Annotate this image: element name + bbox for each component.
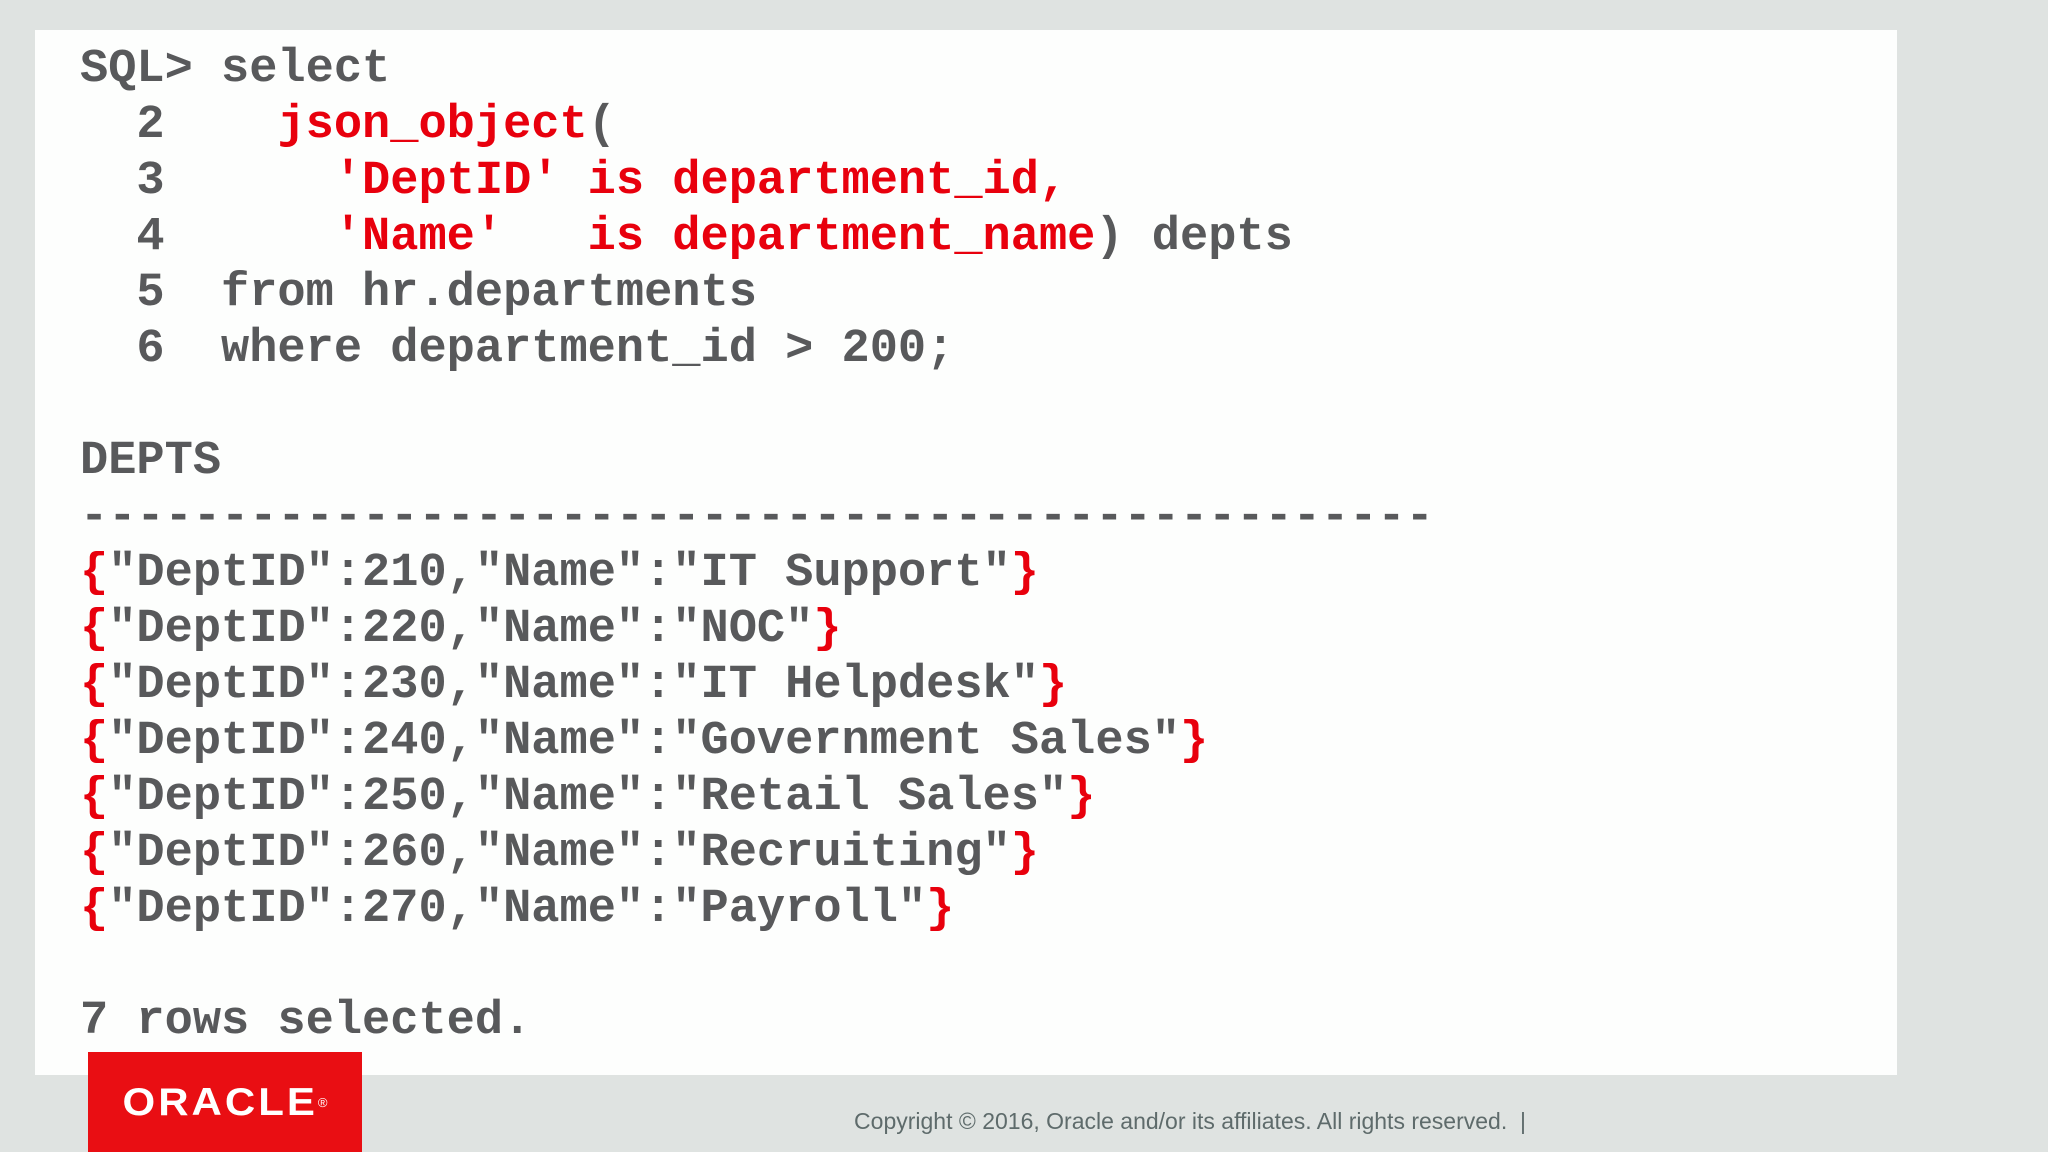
code-token: 5 from hr.departments xyxy=(80,267,757,320)
terminal-line: {"DeptID":250,"Name":"Retail Sales"} xyxy=(80,770,1434,826)
code-token: ) depts xyxy=(1095,211,1293,264)
code-token: "DeptID":240,"Name":"Government Sales" xyxy=(108,715,1180,768)
code-token-highlight: { xyxy=(80,547,109,600)
code-token: "DeptID":250,"Name":"Retail Sales" xyxy=(108,771,1068,824)
terminal-line xyxy=(80,938,1434,994)
terminal-line: {"DeptID":260,"Name":"Recruiting"} xyxy=(80,826,1434,882)
terminal-line: SQL> select xyxy=(80,42,1434,98)
code-token: SQL> select xyxy=(80,43,391,96)
oracle-logo: ORACLE® xyxy=(88,1052,362,1152)
code-token-highlight: } xyxy=(813,603,842,656)
code-token: "DeptID":230,"Name":"IT Helpdesk" xyxy=(108,659,1039,712)
code-token-highlight: } xyxy=(1010,547,1039,600)
code-token: DEPTS xyxy=(80,435,222,488)
code-token: "DeptID":260,"Name":"Recruiting" xyxy=(108,827,1011,880)
registered-trademark-icon: ® xyxy=(317,1094,328,1110)
terminal-line: 6 where department_id > 200; xyxy=(80,322,1434,378)
code-token-highlight: } xyxy=(1067,771,1096,824)
code-token: 6 where department_id > 200; xyxy=(80,323,955,376)
copyright-text: Copyright © 2016, Oracle and/or its affi… xyxy=(854,1108,1526,1134)
terminal-line: 2 json_object( xyxy=(80,98,1434,154)
oracle-logo-text: ORACLE xyxy=(122,1079,318,1124)
terminal-line: {"DeptID":230,"Name":"IT Helpdesk"} xyxy=(80,658,1434,714)
terminal-line: 4 'Name' is department_name) depts xyxy=(80,210,1434,266)
code-token: ( xyxy=(587,99,616,152)
code-token: 2 xyxy=(80,99,278,152)
terminal-line: {"DeptID":240,"Name":"Government Sales"} xyxy=(80,714,1434,770)
code-token: 3 xyxy=(80,155,334,208)
code-token: "DeptID":270,"Name":"Payroll" xyxy=(108,883,927,936)
code-token-highlight: } xyxy=(1010,827,1039,880)
code-token: "DeptID":210,"Name":"IT Support" xyxy=(108,547,1011,600)
code-token-highlight: } xyxy=(1180,715,1209,768)
slide-canvas: SQL> select 2 json_object( 3 'DeptID' is… xyxy=(35,30,1897,1075)
code-token-highlight: 'Name' is department_name xyxy=(333,211,1096,264)
terminal-line: ----------------------------------------… xyxy=(80,490,1434,546)
code-token-highlight: json_object xyxy=(277,99,588,152)
terminal-line: 5 from hr.departments xyxy=(80,266,1434,322)
sql-terminal-output: SQL> select 2 json_object( 3 'DeptID' is… xyxy=(80,42,1434,1050)
terminal-line: {"DeptID":270,"Name":"Payroll"} xyxy=(80,882,1434,938)
code-token-highlight: } xyxy=(1038,659,1068,712)
code-token-highlight: } xyxy=(926,883,955,936)
terminal-line xyxy=(80,378,1434,434)
terminal-line: 7 rows selected. xyxy=(80,994,1434,1050)
code-token: "DeptID":220,"Name":"NOC" xyxy=(108,603,814,656)
code-token: 4 xyxy=(80,211,334,264)
code-token: 7 rows selected. xyxy=(80,995,532,1048)
terminal-line: {"DeptID":210,"Name":"IT Support"} xyxy=(80,546,1434,602)
terminal-line: 3 'DeptID' is department_id, xyxy=(80,154,1434,210)
terminal-line: {"DeptID":220,"Name":"NOC"} xyxy=(80,602,1434,658)
code-token-highlight: { xyxy=(80,827,109,880)
code-token-highlight: 'DeptID' is department_id, xyxy=(333,155,1068,208)
terminal-line: DEPTS xyxy=(80,434,1434,490)
code-token-highlight: { xyxy=(80,659,109,712)
code-token-highlight: { xyxy=(80,771,109,824)
code-token-highlight: { xyxy=(80,603,109,656)
code-token-highlight: { xyxy=(80,883,109,936)
code-token: ----------------------------------------… xyxy=(80,491,1434,544)
code-token-highlight: { xyxy=(80,715,109,768)
